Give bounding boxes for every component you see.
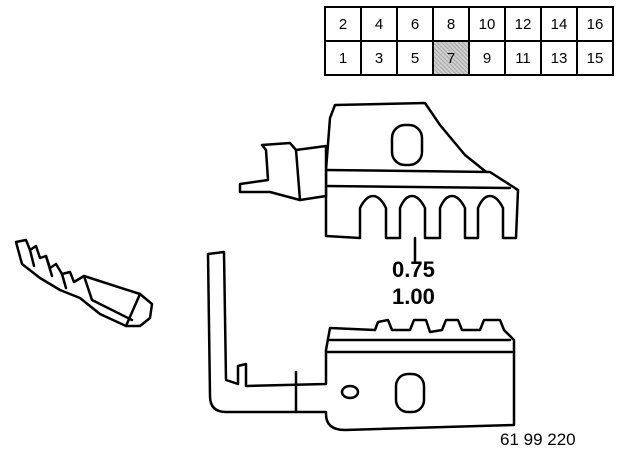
- grid-row-bottom: 1 3 5 7 9 11 13 15: [324, 40, 614, 76]
- grid-cell: 4: [360, 6, 398, 42]
- lower-die-drawing: [206, 250, 516, 432]
- reference-code: 61 99 220: [500, 430, 576, 449]
- grid-cell: 9: [468, 40, 506, 76]
- grid-cell: 13: [540, 40, 578, 76]
- grid-cell: 16: [576, 6, 614, 42]
- grid-cell-highlighted: 7: [432, 40, 470, 76]
- wire-size-label-0-75: 0.75: [392, 257, 435, 282]
- grid-row-top: 2 4 6 8 10 12 14 16: [324, 6, 614, 42]
- grid-cell: 11: [504, 40, 542, 76]
- position-grid: 2 4 6 8 10 12 14 16 1 3 5 7 9 11 13 15: [324, 6, 614, 76]
- grid-cell: 10: [468, 6, 506, 42]
- grid-cell: 14: [540, 6, 578, 42]
- grid-cell: 1: [324, 40, 362, 76]
- grid-cell: 3: [360, 40, 398, 76]
- grid-cell: 15: [576, 40, 614, 76]
- grid-cell: 5: [396, 40, 434, 76]
- grid-cell: 12: [504, 6, 542, 42]
- upper-die-drawing: [238, 101, 520, 264]
- wire-size-label-1-00: 1.00: [392, 284, 435, 309]
- grid-cell: 2: [324, 6, 362, 42]
- grid-cell: 8: [432, 6, 470, 42]
- grid-cell: 6: [396, 6, 434, 42]
- terminal-drawing: [14, 238, 154, 328]
